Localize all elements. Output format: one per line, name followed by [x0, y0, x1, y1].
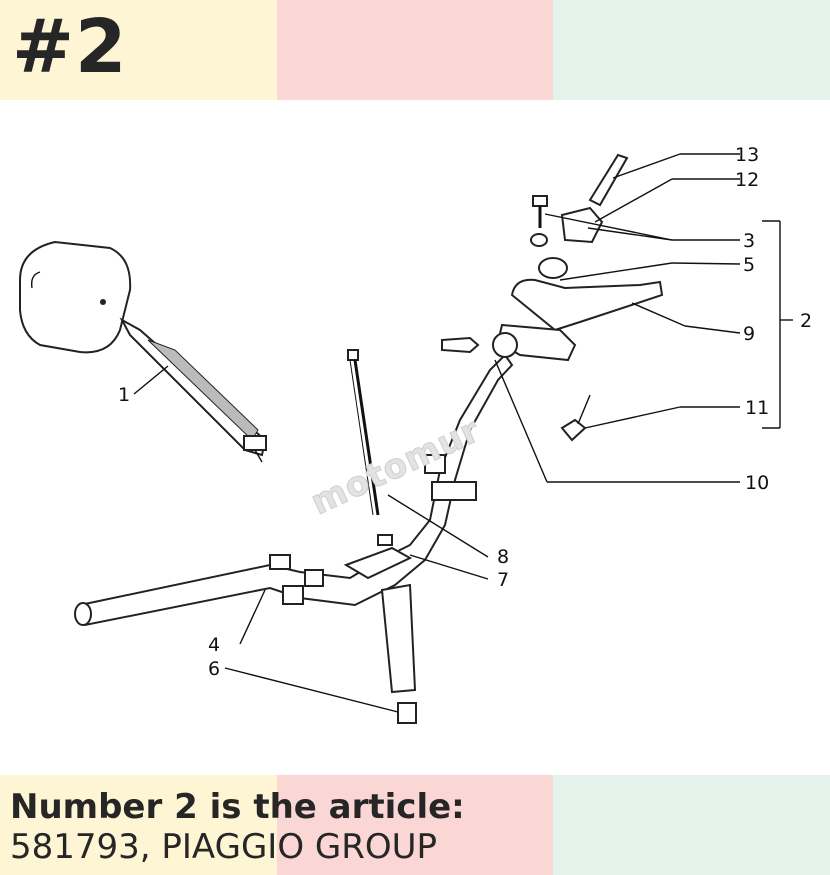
callout-4: 4	[208, 634, 220, 656]
callout-5: 5	[743, 254, 755, 276]
handlebar	[74, 353, 514, 694]
footer-band-pink	[276, 775, 554, 875]
callout-3: 3	[743, 230, 755, 252]
callout-labels: 1 2 3 4 5 6 7 8 9 10 11 12 13	[118, 144, 812, 680]
bolt-8	[347, 349, 380, 516]
callout-9: 9	[743, 323, 755, 345]
header-band-yellow	[0, 0, 277, 100]
callout-11: 11	[745, 397, 769, 419]
header-band	[0, 0, 830, 100]
header-band-pink	[276, 0, 554, 100]
footer-band-yellow	[0, 775, 277, 875]
clamps	[269, 454, 477, 724]
caption-article-code: 581793, PIAGGIO GROUP	[10, 827, 438, 867]
callout-6: 6	[208, 658, 220, 680]
mirror	[19, 240, 267, 463]
callout-8: 8	[497, 546, 509, 568]
callout-2: 2	[800, 310, 812, 332]
callout-10: 10	[745, 472, 769, 494]
callout-1: 1	[118, 384, 130, 406]
callout-7: 7	[497, 569, 509, 591]
callout-13: 13	[735, 144, 759, 166]
callout-12: 12	[735, 169, 759, 191]
article-caption: Number 2 is the article: 581793, PIAGGIO…	[10, 787, 465, 867]
footer-band-green	[553, 775, 830, 875]
leader-lines	[133, 153, 793, 713]
header-band-green	[553, 0, 830, 100]
item-number-badge: #2	[12, 4, 128, 90]
brake-lever-assembly	[441, 153, 664, 442]
exploded-parts-diagram: motomur 1 2 3 4 5 6 7 8 9	[19, 144, 812, 724]
caption-heading: Number 2 is the article:	[10, 787, 465, 827]
footer-band	[0, 775, 830, 875]
